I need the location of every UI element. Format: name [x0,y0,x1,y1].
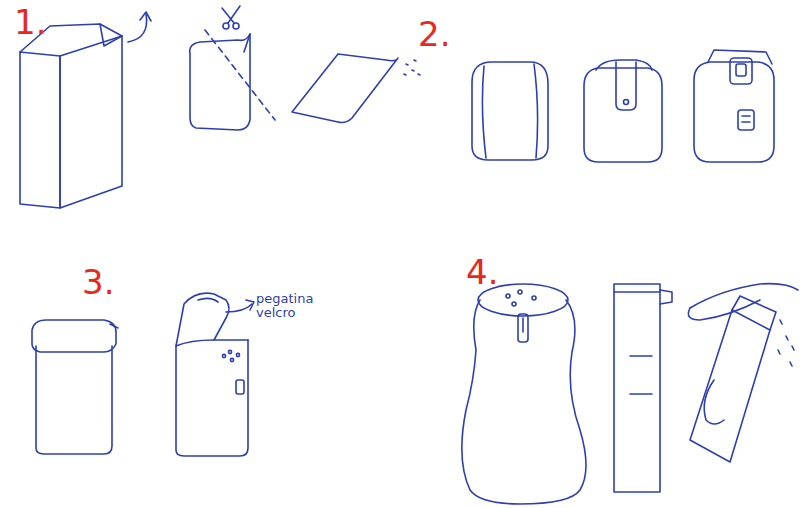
flat-piece-sketch [292,54,420,123]
pouch-sketch [472,50,774,162]
cut-piece-sketch [190,6,275,130]
step-number: 4. [466,252,498,292]
bag-sketch [462,284,586,504]
annotation-note: pegatina velcro [256,292,318,320]
tall-carton-sketch [614,284,672,492]
step-number: 2. [418,14,450,54]
box-sketch [32,293,254,456]
hand-spray-sketch [688,284,798,462]
step-number: 1. [14,2,46,42]
step-number: 3. [82,262,114,302]
